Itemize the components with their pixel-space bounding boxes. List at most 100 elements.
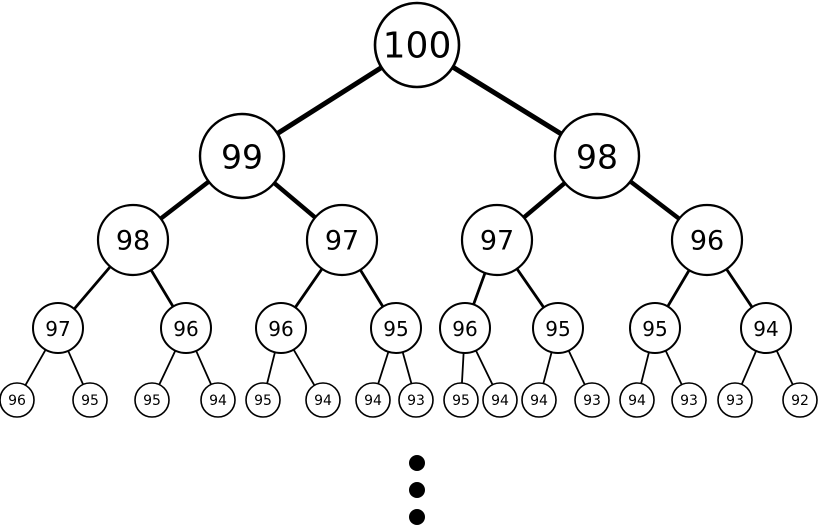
tree-edge (665, 267, 692, 309)
tree-edges (24, 64, 795, 388)
node-circle (521, 382, 557, 418)
tree-edge (471, 270, 487, 307)
node-circle (782, 382, 818, 418)
tree-edge (664, 348, 684, 387)
tree-edge (149, 267, 176, 309)
tree-node[interactable]: 95 (72, 382, 108, 418)
tree-edge (376, 349, 390, 386)
node-label: 95 (452, 393, 470, 409)
node-label: 95 (254, 393, 272, 409)
tree-node[interactable]: 92 (782, 382, 818, 418)
tree-node[interactable]: 95 (629, 302, 681, 354)
node-circle (72, 382, 108, 418)
node-label: 93 (407, 393, 425, 409)
tree-node[interactable]: 97 (32, 302, 84, 354)
node-label: 94 (530, 393, 548, 409)
node-circle (96, 203, 170, 277)
node-circle (245, 382, 281, 418)
node-label: 95 (143, 393, 161, 409)
node-label: 94 (209, 393, 227, 409)
node-label: 95 (642, 317, 667, 341)
tree-edge (724, 266, 755, 310)
node-label: 97 (325, 226, 359, 257)
tree-edge (401, 350, 413, 386)
node-circle (439, 302, 491, 354)
tree-node[interactable]: 93 (717, 382, 753, 418)
node-circle (532, 302, 584, 354)
node-circle (629, 302, 681, 354)
tree-node[interactable]: 94 (200, 382, 236, 418)
tree-edge (265, 350, 277, 386)
tree-edge (639, 350, 651, 386)
tree-node[interactable]: 94 (740, 302, 792, 354)
node-label: 93 (583, 393, 601, 409)
tree-node[interactable]: 97 (305, 203, 379, 277)
ellipsis-dot (409, 482, 425, 498)
tree-edge (194, 349, 213, 387)
tree-edge (542, 350, 553, 386)
node-label: 96 (8, 393, 26, 409)
tree-node[interactable]: 94 (619, 382, 655, 418)
tree-edge (460, 351, 465, 385)
tree-node[interactable]: 96 (670, 203, 744, 277)
node-label: 94 (753, 317, 778, 341)
node-label: 92 (791, 393, 809, 409)
tree-edge (775, 348, 795, 387)
tree-node[interactable]: 96 (439, 302, 491, 354)
node-circle (255, 302, 307, 354)
tree-edge (72, 264, 113, 312)
tree-node[interactable]: 93 (574, 382, 610, 418)
node-label: 95 (81, 393, 99, 409)
node-label: 97 (45, 317, 70, 341)
node-circle (32, 302, 84, 354)
tree-node[interactable]: 99 (198, 112, 286, 200)
tree-edge (292, 347, 316, 388)
tree-edge (514, 266, 546, 310)
tree-node[interactable]: 95 (532, 302, 584, 354)
tree-node[interactable]: 94 (521, 382, 557, 418)
node-circle (553, 112, 641, 200)
tree-node[interactable]: 95 (370, 302, 422, 354)
tree-edge (157, 178, 212, 222)
tree-node[interactable]: 95 (245, 382, 281, 418)
node-circle (670, 203, 744, 277)
node-circle (740, 302, 792, 354)
tree-node[interactable]: 93 (671, 382, 707, 418)
tree-node[interactable]: 96 (255, 302, 307, 354)
node-label: 94 (314, 393, 332, 409)
node-label: 96 (690, 226, 724, 257)
node-label: 93 (726, 393, 744, 409)
tree-node[interactable]: 100 (373, 1, 461, 89)
node-label: 94 (491, 393, 509, 409)
tree-node[interactable]: 94 (355, 382, 391, 418)
tree-edge (274, 64, 385, 137)
tree-node[interactable]: 96 (0, 382, 35, 418)
tree-node[interactable]: 98 (96, 203, 170, 277)
node-circle (0, 382, 35, 418)
node-circle (398, 382, 434, 418)
node-label: 93 (680, 393, 698, 409)
ellipsis-dot (409, 509, 425, 525)
tree-node[interactable]: 96 (160, 302, 212, 354)
tree-edge (293, 266, 325, 310)
tree-edge (449, 64, 565, 137)
tree-node[interactable]: 94 (305, 382, 341, 418)
tree-edge (66, 349, 85, 387)
tree-node[interactable]: 98 (553, 112, 641, 200)
tree-node[interactable]: 94 (482, 382, 518, 418)
node-circle (370, 302, 422, 354)
tree-node[interactable]: 93 (398, 382, 434, 418)
tree-node[interactable]: 97 (460, 203, 534, 277)
tree-edge (24, 347, 48, 387)
tree-nodes: 100 99 98 98 97 97 96 97 96 96 95 96 95 95 94 96 95 95 94 9… (0, 1, 818, 418)
node-circle (373, 1, 461, 89)
node-circle (482, 382, 518, 418)
tree-edge (474, 348, 494, 387)
node-label: 96 (173, 317, 198, 341)
tree-node[interactable]: 95 (134, 382, 170, 418)
node-label: 94 (364, 393, 382, 409)
tree-edge (271, 180, 319, 221)
tree-node[interactable]: 95 (443, 382, 479, 418)
node-label: 100 (383, 26, 452, 67)
